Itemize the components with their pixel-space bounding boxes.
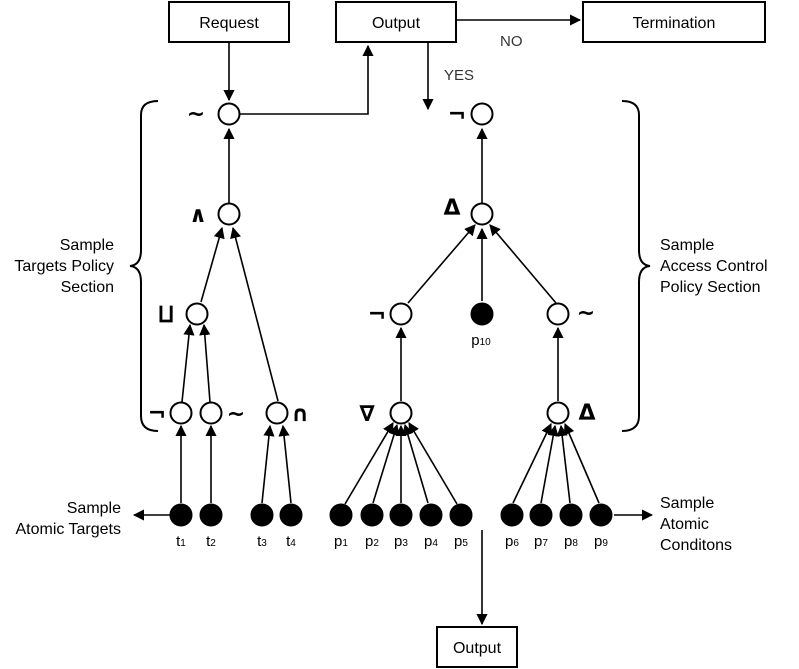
output-bottom-label: Output [453,640,502,657]
atom-p7-node [529,503,553,527]
targets-section-label-line3: Section [61,279,114,296]
access-section-label-line2: Access Control [660,258,768,275]
label-t2: t2 [206,533,216,550]
label-t3: t3 [257,533,267,550]
yes-label: YES [444,67,474,84]
label-p10: p10 [471,332,491,349]
termination-label: Termination [633,15,716,32]
atomic-conditions-label-line3: Conditons [660,537,732,554]
output-top-box: Output [335,1,457,43]
atom-p5-node [449,503,473,527]
atom-t1-node [169,503,193,527]
targets-section-bracket [129,100,159,432]
targets-section-label-line2: Targets Policy [14,258,114,275]
label-p8: p8 [564,533,578,550]
access-not-node [389,302,413,326]
op-targets-not: ¬ [148,402,166,427]
label-p1: p1 [334,533,348,550]
access-edges [344,127,600,505]
no-label: NO [500,33,523,50]
targets-cap-node [265,401,289,425]
op-targets-join: ⨿ [158,303,174,328]
atom-p6-node [500,503,524,527]
access-section-bracket [621,100,651,432]
access-nabla-node [389,401,413,425]
request-box: Request [168,1,290,43]
atom-p8-node [559,503,583,527]
label-p5: p5 [454,533,468,550]
op-access-not: ¬ [368,303,386,328]
termination-box: Termination [582,1,766,43]
op-targets-root: ~ [187,102,205,127]
targets-to-output-arrow [240,44,374,115]
op-targets-and: ∧ [189,203,207,228]
targets-tilde-node [199,401,223,425]
op-targets-cap: ∩ [291,402,309,427]
op-access-delta2: Δ [578,401,595,426]
targets-root-node [217,102,241,126]
atom-p10-node [470,302,494,326]
access-delta2-node [546,401,570,425]
atom-p3-node [389,503,413,527]
atomic-conditions-label-line1: Sample [660,495,714,512]
label-p9: p9 [594,533,608,550]
atom-p2-node [360,503,384,527]
atomic-conditions-label-line2: Atomic [660,516,709,533]
access-section-label-line1: Sample [660,237,714,254]
label-t1: t1 [176,533,186,550]
atom-t4-node [279,503,303,527]
label-p4: p4 [424,533,438,550]
atom-p4-node [419,503,443,527]
op-access-delta: Δ [443,196,460,221]
atom-p1-node [329,503,353,527]
atomic-targets-label-line2: Atomic Targets [15,521,121,538]
op-access-root: ¬ [448,103,466,128]
atom-t3-node [250,503,274,527]
op-access-nabla: ∇ [359,402,375,427]
targets-join-node [185,302,209,326]
label-p6: p6 [505,533,519,550]
atom-t2-node [199,503,223,527]
targets-edges [175,127,292,504]
targets-section-label-line1: Sample [60,237,114,254]
label-t4: t4 [286,533,296,550]
op-targets-tilde: ~ [227,402,245,427]
label-p3: p3 [394,533,408,550]
op-access-tilde: ~ [577,301,595,326]
access-delta-node [470,202,494,226]
access-section-label-line3: Policy Section [660,279,761,296]
label-p2: p2 [365,533,379,550]
output-top-label: Output [372,15,421,32]
access-tilde-node [546,302,570,326]
access-root-node [470,102,494,126]
atomic-targets-label-line1: Sample [67,500,121,517]
targets-not-node [169,401,193,425]
output-bottom-box: Output [436,626,518,668]
request-label: Request [199,15,259,32]
label-p7: p7 [534,533,548,550]
targets-and-node [217,202,241,226]
atom-p9-node [589,503,613,527]
